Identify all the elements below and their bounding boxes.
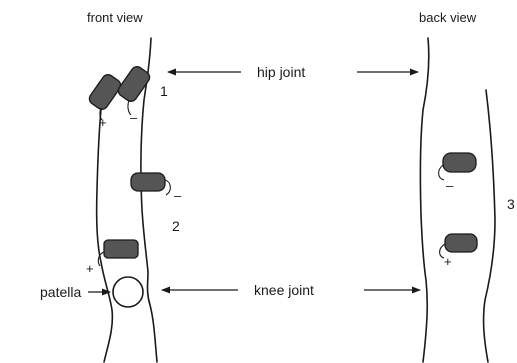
front-view-title: front view — [87, 10, 143, 25]
hip-joint-label: hip joint — [257, 64, 305, 80]
front-knee-plus-sign: + — [86, 261, 94, 276]
front-hip-electrode-right — [116, 64, 152, 115]
patella-label: patella — [40, 284, 81, 300]
electrode-pair-number-3: 3 — [507, 196, 515, 212]
front-knee-electrode — [98, 240, 138, 266]
back-view-title: back view — [419, 10, 477, 25]
back-lower-plus-sign: + — [444, 254, 452, 269]
back-leg-left-edge — [420, 38, 428, 362]
front-mid-electrode — [131, 173, 170, 195]
knee-joint-label: knee joint — [254, 282, 314, 298]
back-leg-right-edge — [484, 90, 495, 362]
front-hip-electrode-left — [87, 72, 123, 120]
electrode-pair-number-2: 2 — [172, 218, 180, 234]
front-hip-plus-sign: + — [99, 115, 107, 130]
back-upper-electrode — [439, 153, 476, 180]
patella-circle — [113, 277, 143, 307]
back-upper-minus-sign: – — [446, 178, 454, 193]
front-mid-minus-sign: – — [174, 188, 182, 203]
front-hip-minus-sign: – — [130, 110, 138, 125]
back-leg — [420, 38, 495, 362]
electrode-pair-number-1: 1 — [160, 83, 168, 99]
